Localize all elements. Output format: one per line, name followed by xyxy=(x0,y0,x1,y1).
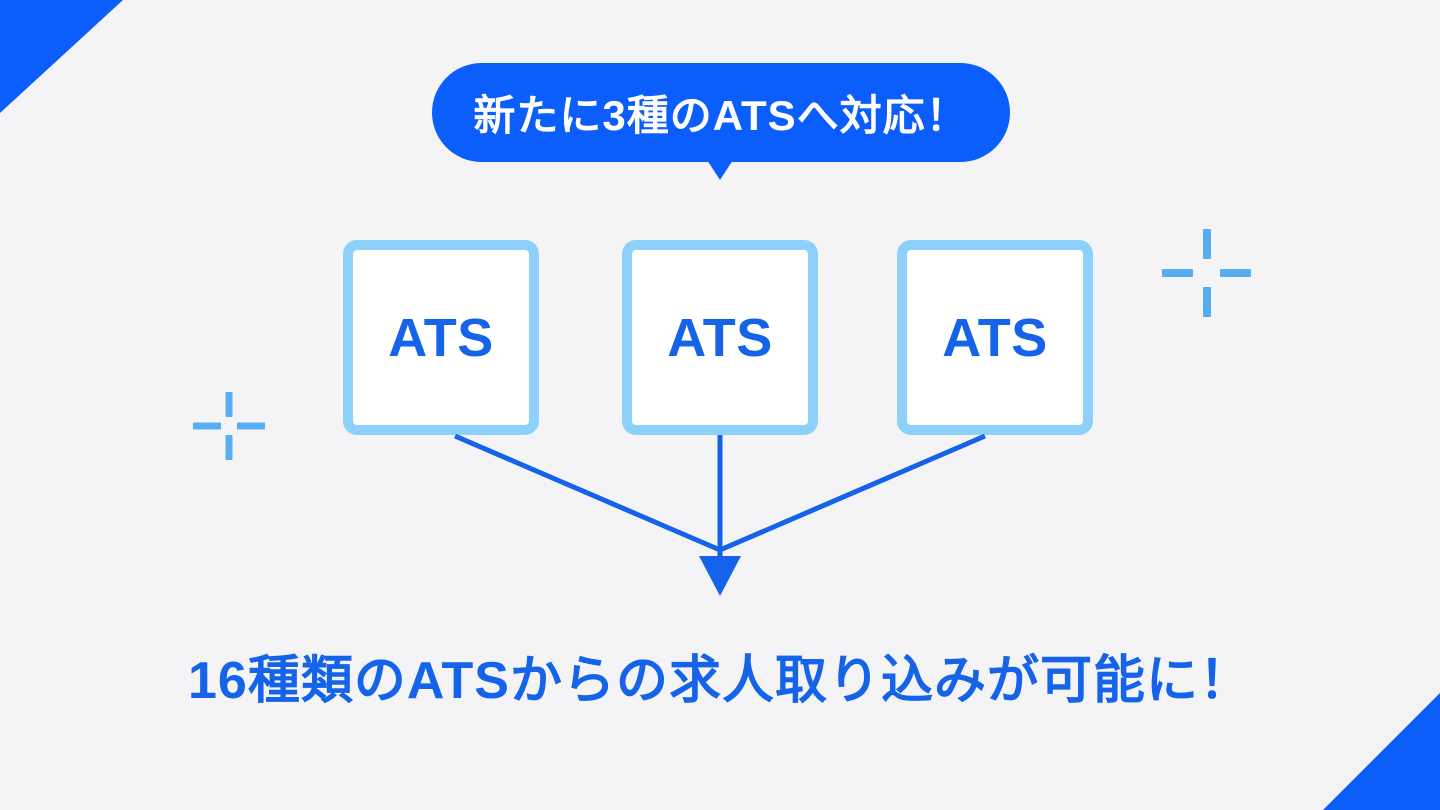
ats-box-2-label: ATS xyxy=(667,307,773,368)
ats-box-1-label: ATS xyxy=(388,307,494,368)
crosshair-plus-icon-right xyxy=(1162,229,1251,317)
ats-box-3: ATS xyxy=(897,240,1093,435)
ats-box-2: ATS xyxy=(622,240,818,435)
ats-box-1: ATS xyxy=(343,240,539,435)
announcement-badge: 新たに3種のATSへ対応！ xyxy=(432,63,1010,162)
announcement-badge-label: 新たに3種のATSへ対応！ xyxy=(473,92,969,139)
badge-tail-pointer xyxy=(707,160,733,180)
corner-triangle-bottom-right xyxy=(1323,693,1440,810)
ats-box-3-label: ATS xyxy=(942,307,1048,368)
headline-text: 16種類のATSからの求人取り込みが可能に！ xyxy=(188,652,1252,710)
corner-triangle-top-left xyxy=(0,0,123,113)
crosshair-plus-icon-left xyxy=(193,392,265,460)
